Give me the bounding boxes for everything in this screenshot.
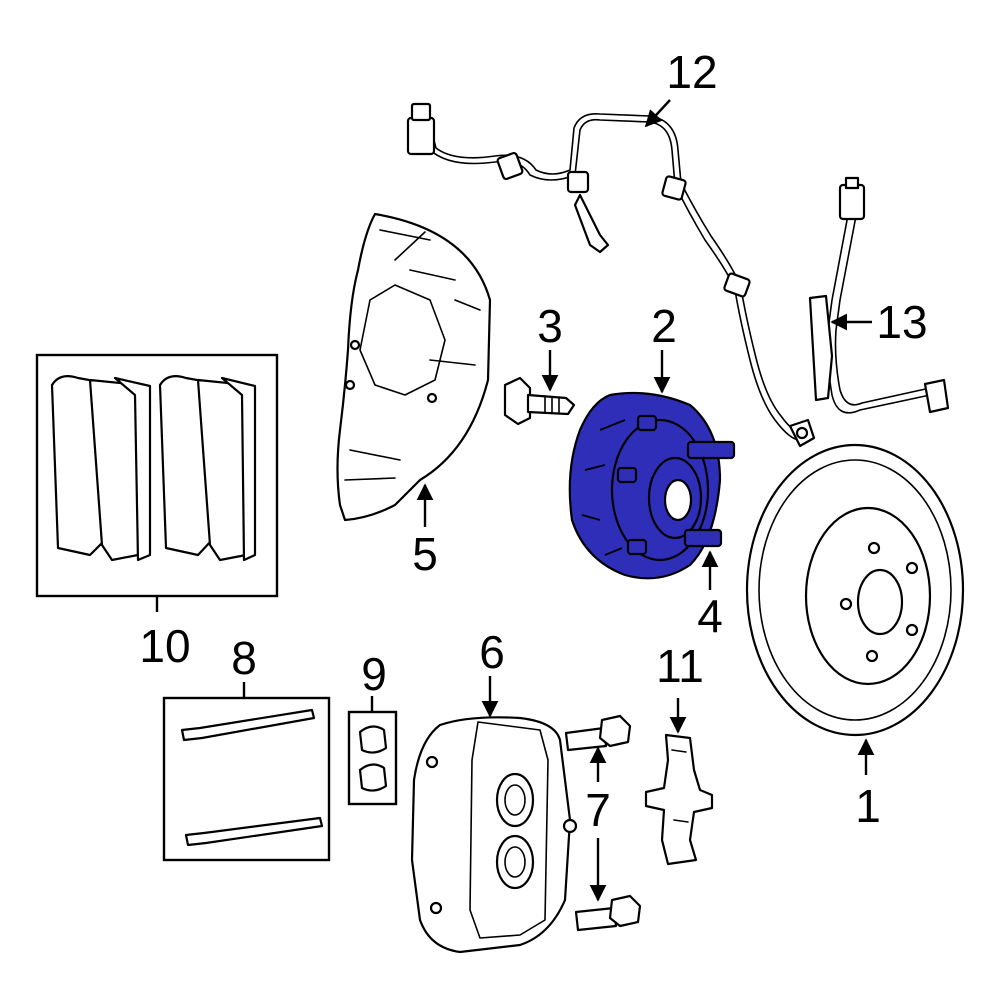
caliper-bracket-part[interactable] [644, 733, 714, 866]
callout-3: 3 [537, 300, 563, 352]
brake-hose-part[interactable] [808, 176, 950, 414]
bushings-part[interactable] [358, 725, 388, 792]
callout-11: 11 [656, 640, 704, 692]
callout-10: 10 [139, 620, 190, 672]
brake-pads-part[interactable] [50, 375, 257, 562]
abs-sensor-harness-part[interactable] [406, 102, 816, 448]
splash-shield-part[interactable] [336, 212, 492, 522]
guide-pins-part[interactable] [180, 708, 324, 847]
brake-caliper-part[interactable] [410, 716, 578, 954]
wheel-hub-bearing-part[interactable] [568, 391, 736, 580]
callout-4: 4 [697, 590, 723, 642]
pin-kit-box [162, 696, 331, 862]
callout-9: 9 [361, 648, 387, 700]
callout-7: 7 [585, 784, 611, 836]
callout-5: 5 [412, 528, 438, 580]
callout-8: 8 [231, 632, 257, 684]
hub-bolt-part[interactable] [503, 376, 576, 426]
brake-rotor-part[interactable] [745, 443, 965, 737]
caliper-bolts-part[interactable] [564, 714, 642, 932]
callout-13: 13 [876, 296, 927, 348]
callout-2: 2 [651, 300, 677, 352]
callout-1: 1 [855, 780, 881, 832]
callout-6: 6 [479, 626, 505, 678]
callout-12: 12 [666, 46, 717, 98]
